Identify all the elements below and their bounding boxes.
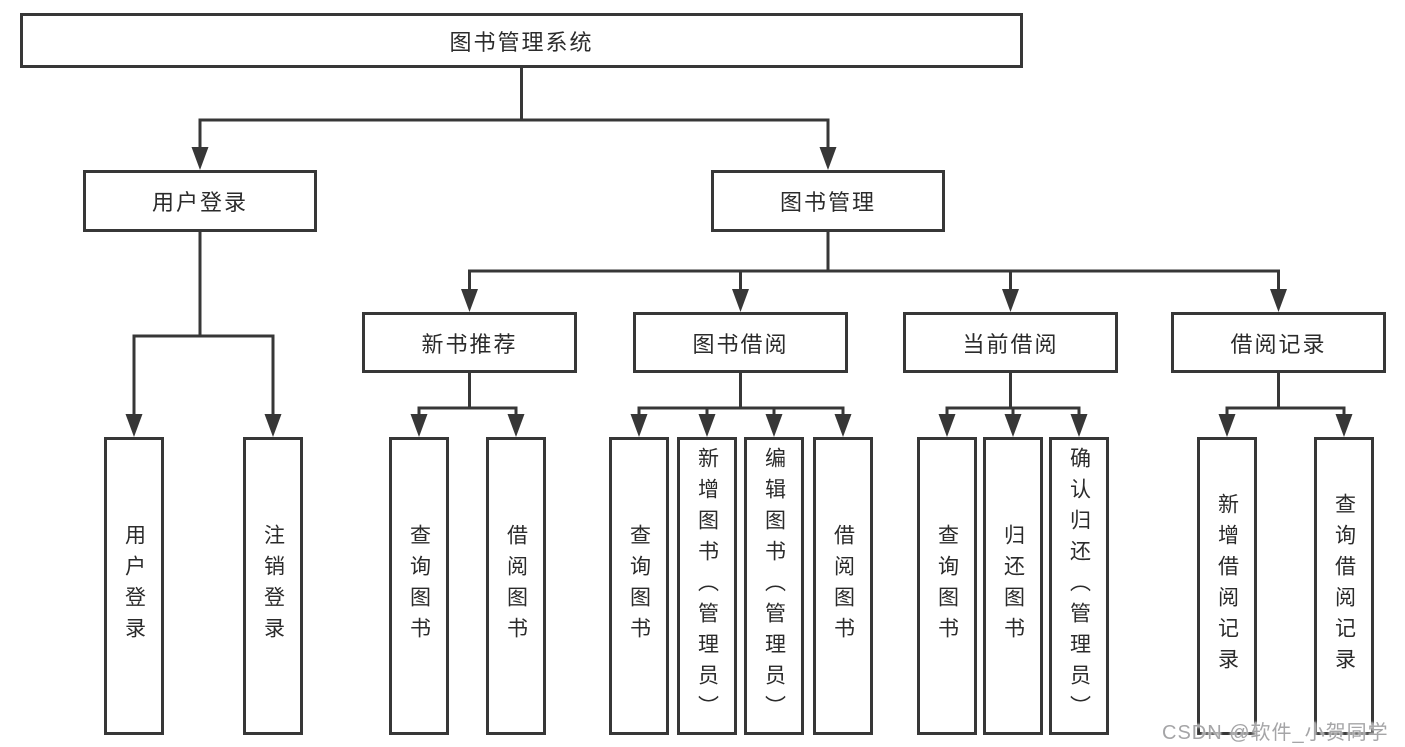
leaf-current-search-books-label: 查询图书 — [935, 524, 959, 648]
leaf-add-books-admin-label: 新增图书（管理员） — [695, 446, 719, 726]
leaf-user-login: 用户登录 — [104, 437, 164, 735]
leaf-add-borrow-record: 新增借阅记录 — [1197, 437, 1257, 735]
leaf-user-login-label: 用户登录 — [122, 524, 146, 648]
node-new-book-recommend: 新书推荐 — [362, 312, 577, 373]
node-book-borrow-label: 图书借阅 — [692, 331, 789, 357]
leaf-edit-books-admin: 编辑图书（管理员） — [744, 437, 804, 735]
leaf-borrow-books: 借阅图书 — [813, 437, 873, 735]
node-book-management-label: 图书管理 — [779, 190, 876, 215]
leaf-confirm-return-admin-label: 确认归还（管理员） — [1067, 446, 1091, 726]
leaf-recommend-search-books-label: 查询图书 — [407, 524, 431, 648]
leaf-logout: 注销登录 — [243, 437, 303, 735]
node-root: 图书管理系统 — [20, 13, 1023, 68]
leaf-borrow-books-label: 借阅图书 — [831, 524, 855, 648]
leaf-recommend-search-books: 查询图书 — [389, 437, 449, 735]
node-new-book-recommend-label: 新书推荐 — [421, 331, 518, 357]
leaf-logout-label: 注销登录 — [261, 524, 285, 648]
node-user-login-label: 用户登录 — [151, 190, 248, 215]
leaf-add-borrow-record-label: 新增借阅记录 — [1215, 493, 1239, 679]
node-current-borrow-label: 当前借阅 — [962, 331, 1059, 357]
node-book-borrow: 图书借阅 — [633, 312, 848, 373]
leaf-search-borrow-record: 查询借阅记录 — [1314, 437, 1374, 735]
leaf-add-books-admin: 新增图书（管理员） — [677, 437, 737, 735]
node-borrow-records: 借阅记录 — [1171, 312, 1386, 373]
leaf-search-borrow-record-label: 查询借阅记录 — [1332, 493, 1356, 679]
arrowheads — [125, 147, 1353, 437]
node-current-borrow: 当前借阅 — [903, 312, 1118, 373]
leaf-recommend-borrow-books: 借阅图书 — [486, 437, 546, 735]
leaf-return-books: 归还图书 — [983, 437, 1043, 735]
csdn-watermark: CSDN @软件_小贺同学 — [1162, 722, 1389, 744]
leaf-current-search-books: 查询图书 — [917, 437, 977, 735]
leaf-borrow-search-books: 查询图书 — [609, 437, 669, 735]
leaf-recommend-borrow-books-label: 借阅图书 — [504, 524, 528, 648]
node-root-label: 图书管理系统 — [449, 29, 594, 55]
leaf-borrow-search-books-label: 查询图书 — [627, 524, 651, 648]
leaf-edit-books-admin-label: 编辑图书（管理员） — [762, 446, 786, 726]
leaf-return-books-label: 归还图书 — [1001, 524, 1025, 648]
node-borrow-records-label: 借阅记录 — [1230, 331, 1327, 357]
leaf-confirm-return-admin: 确认归还（管理员） — [1049, 437, 1109, 735]
node-user-login: 用户登录 — [83, 170, 317, 232]
node-book-management: 图书管理 — [711, 170, 945, 232]
